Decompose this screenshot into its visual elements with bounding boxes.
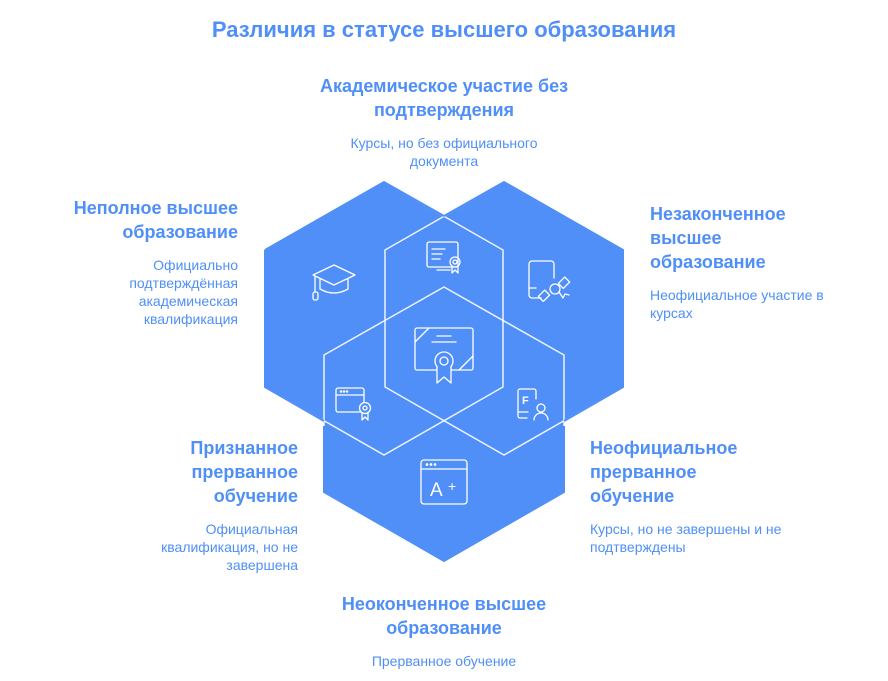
section-bottom-right-description: Курсы, но не завершены и не подтверждены: [590, 521, 782, 555]
page-title: Различия в статусе высшего образования: [211, 17, 677, 42]
section-bottom-heading: Неоконченное высшее образование: [341, 594, 547, 638]
svg-text:+: +: [448, 478, 456, 494]
section-top-right-description: Неофициальное участие в курсах: [650, 287, 824, 321]
section-bottom-description: Прерванное обучение: [371, 653, 517, 669]
grade-f-label: F: [522, 395, 529, 407]
section-bottom-left-description: Официальная квалификация, но не завершен…: [161, 521, 298, 573]
section-bottom-right: Неофициальное прерванное обучение Курсы,…: [590, 436, 790, 556]
section-bottom-right-heading: Неофициальное прерванное обучение: [590, 438, 738, 506]
section-top-heading: Академическое участие без подтверждения: [319, 76, 569, 120]
grade-a-plus-icon: [420, 459, 468, 505]
section-top-left-description: Официально подтверждённая академическая …: [129, 257, 238, 327]
section-top: Академическое участие без подтверждения …: [312, 74, 576, 170]
grade-f-user-icon: [517, 388, 549, 421]
section-top-right-heading: Незаконченное высшее образование: [650, 204, 786, 272]
graduation-cap-icon: [312, 264, 356, 301]
grade-a-plus-label: A: [430, 480, 443, 501]
section-top-description: Курсы, но без официального документа: [350, 135, 538, 169]
section-bottom-left-heading: Признанное прерванное обучение: [190, 438, 298, 506]
section-top-left-heading: Неполное высшее образование: [73, 198, 238, 242]
browser-badge-icon: [335, 387, 372, 421]
certificate-monitor-icon: [426, 241, 461, 274]
diploma-certificate-icon: [414, 327, 474, 384]
section-bottom: Неоконченное высшее образование Прерванн…: [314, 592, 574, 670]
hexagon-bottom: [324, 287, 564, 561]
section-bottom-left: Признанное прерванное обучение Официальн…: [150, 436, 298, 574]
section-top-left: Неполное высшее образование Официально п…: [40, 196, 238, 328]
document-ribbon-icon: [528, 260, 571, 303]
section-top-right: Незаконченное высшее образование Неофици…: [650, 202, 824, 322]
